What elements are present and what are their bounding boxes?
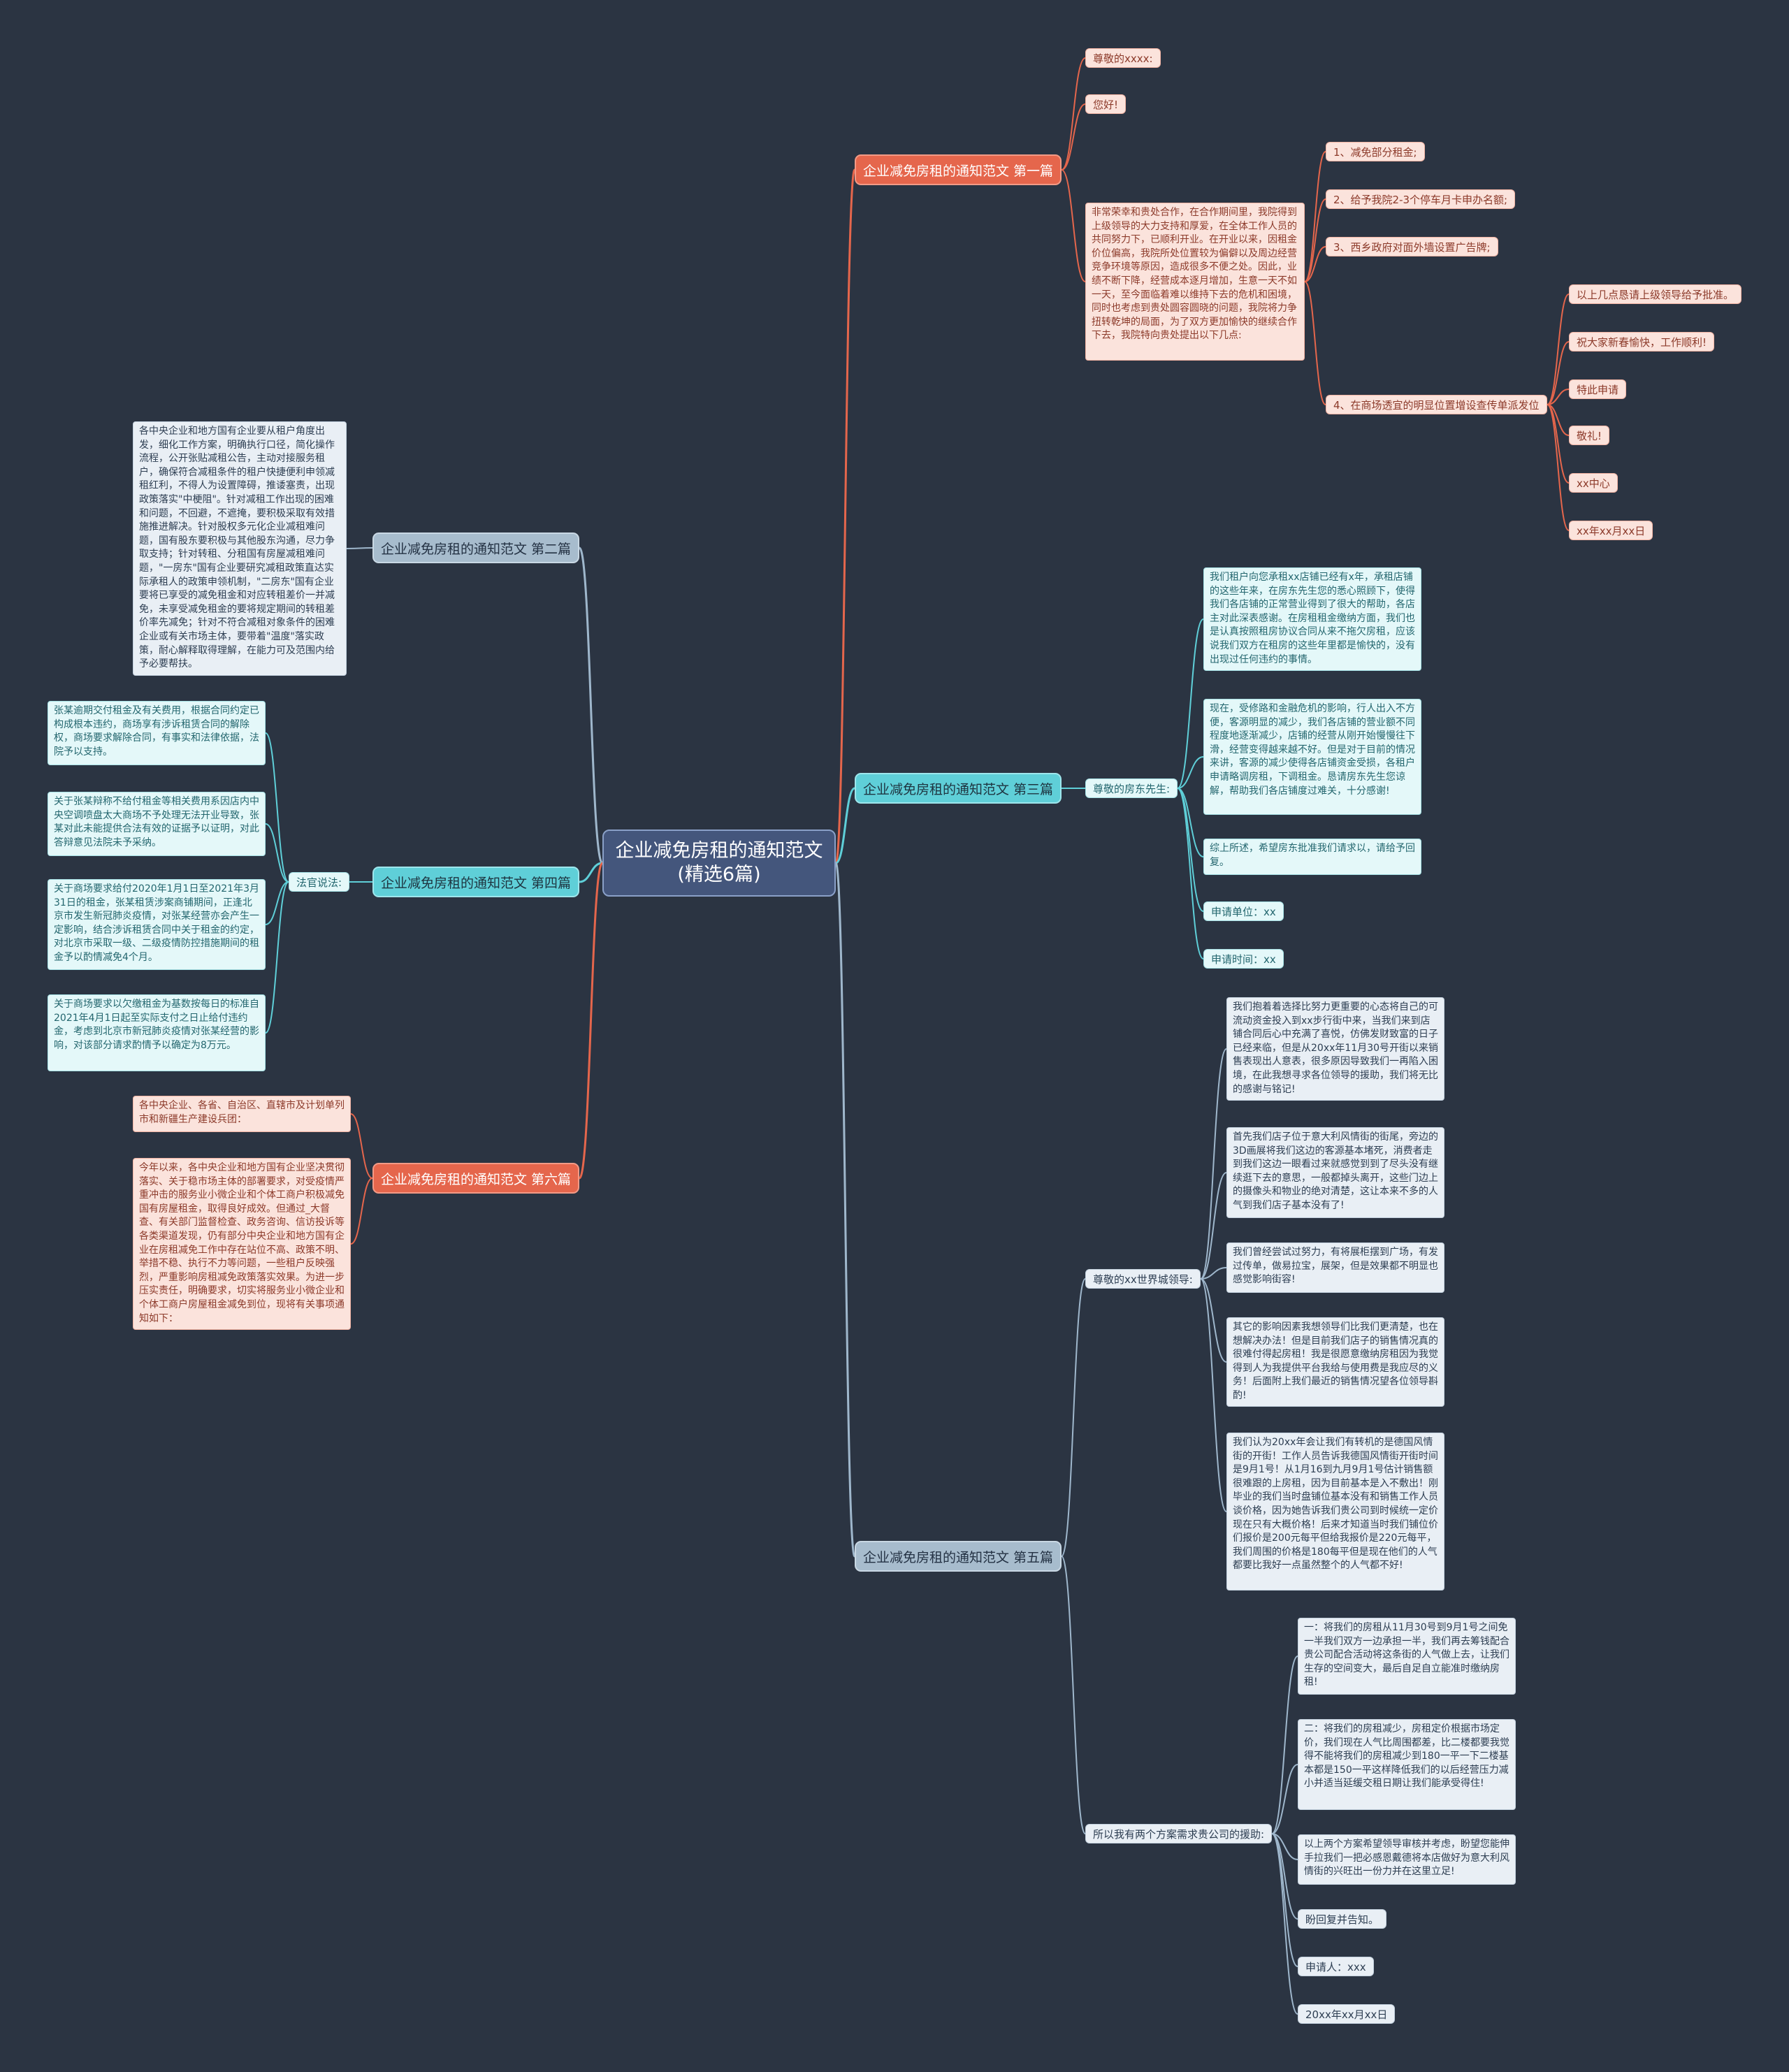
b5-applicant[interactable]: 申请人：xxx xyxy=(1298,1957,1374,1976)
branch-4-title[interactable]: 企业减免房租的通知范文 第四篇 xyxy=(372,867,580,897)
connector-b1-greeting xyxy=(1061,57,1086,171)
b4-para-2[interactable]: 关于张某辩称不给付租金等相关费用系因店内中央空调喷盘太大商场不予处理无法开业导致… xyxy=(48,792,266,856)
connector-b5-help-1 xyxy=(1271,1656,1298,1834)
connector-b1-closing-3 xyxy=(1547,389,1570,405)
b1-closing-5[interactable]: xx中心 xyxy=(1569,473,1618,493)
b5-greeting[interactable]: 尊敬的xx世界城领导: xyxy=(1085,1269,1201,1289)
b3-para-3[interactable]: 综上所述，希望房东批准我们请求以，请给予回复。 xyxy=(1203,839,1421,875)
connector-b5-greeting xyxy=(1061,1278,1086,1557)
b4-label[interactable]: 法官说法: xyxy=(289,872,350,892)
connector-b1-item-2 xyxy=(1304,198,1326,282)
b1-closing-4[interactable]: 敬礼! xyxy=(1569,426,1610,445)
connector-branch-6-title xyxy=(578,862,604,1180)
connector-b3-para-1 xyxy=(1177,618,1204,789)
b5-para-1[interactable]: 我们抱着着选择比努力更重要的心态将自己的可流动资金投入到xx步行街中来，当我们来… xyxy=(1226,997,1444,1101)
b1-item-4[interactable]: 4、在商场透宜的明显位置增设查传单派发位 xyxy=(1326,395,1547,414)
connector-b6-para-1 xyxy=(350,1113,373,1179)
b5-reply[interactable]: 盼回复并告知。 xyxy=(1298,1909,1387,1929)
connector-b3-para-2 xyxy=(1177,756,1204,789)
connector-branch-5-title xyxy=(834,862,856,1558)
connector-b4-para-3 xyxy=(265,881,289,925)
connector-b1-closing-6 xyxy=(1547,404,1570,531)
b1-item-2[interactable]: 2、给予我院2-3个停车月卡申办名额; xyxy=(1326,189,1516,209)
connector-b1-item-3 xyxy=(1304,246,1326,282)
b4-para-3[interactable]: 关于商场要求给付2020年1月1日至2021年3月31日的租金，张某租赁涉案商铺… xyxy=(48,879,266,970)
connector-b1-hello xyxy=(1061,103,1086,171)
connector-b5-help-label xyxy=(1061,1556,1086,1834)
b1-greeting[interactable]: 尊敬的xxxx: xyxy=(1085,48,1161,68)
connector-b5-para-2 xyxy=(1200,1172,1227,1280)
connector-b5-para-4 xyxy=(1200,1278,1227,1363)
b6-para-2[interactable]: 今年以来，各中央企业和地方国有企业坚决贯彻落实、关于稳市场主体的部署要求，对受疫… xyxy=(133,1158,351,1330)
connector-b1-closing-2 xyxy=(1547,341,1570,405)
connector-branch-3-title xyxy=(835,787,855,864)
connector-b4-para-1 xyxy=(265,732,289,883)
connector-b4-para-4 xyxy=(265,881,289,1034)
connector-b5-para-1 xyxy=(1200,1048,1227,1280)
b1-closing-3[interactable]: 特此申请 xyxy=(1569,379,1627,399)
connector-b4-para-2 xyxy=(265,823,289,883)
connector-branch-1-title xyxy=(834,168,856,864)
b6-para-1[interactable]: 各中央企业、各省、自治区、直辖市及计划单列市和新疆生产建设兵团： xyxy=(133,1096,351,1132)
b5-help-2[interactable]: 二：将我们的房租减少，房租定价根据市场定价，我们现在人气比周围都差，比二楼都要我… xyxy=(1298,1719,1516,1810)
connector-b1-item-1 xyxy=(1304,151,1326,282)
connector-b5-help-2 xyxy=(1271,1764,1298,1834)
b5-para-5[interactable]: 我们认为20xx年会让我们有转机的是德国风情街的开街！工作人员告诉我德国风情街开… xyxy=(1226,1433,1444,1591)
b3-para-2[interactable]: 现在，受修路和金融危机的影响，行人出入不方便，客源明显的减少，我们各店铺的营业额… xyxy=(1203,699,1421,815)
branch-3-title[interactable]: 企业减免房租的通知范文 第三篇 xyxy=(855,773,1062,804)
b5-help-label[interactable]: 所以我有两个方案需求贵公司的援助: xyxy=(1085,1824,1273,1843)
b5-para-2[interactable]: 首先我们店子位于意大利风情街的街尾，旁边的3D画展将我们这边的客源基本堵死，消费… xyxy=(1226,1127,1444,1218)
connector-b5-para-3 xyxy=(1200,1267,1227,1280)
b1-body[interactable]: 非常荣幸和贵处合作，在合作期间里，我院得到上级领导的大力支持和厚爱，在全体工作人… xyxy=(1085,203,1305,361)
connector-b2-body xyxy=(346,547,373,549)
b5-help-3[interactable]: 以上两个方案希望领导审核并考虑，盼望您能伸手拉我们一把必感恩戴德将本店做好为意大… xyxy=(1298,1834,1516,1885)
connector-b1-closing-1 xyxy=(1547,294,1570,405)
connector-b3-date xyxy=(1177,788,1204,959)
b1-closing-6[interactable]: xx年xx月xx日 xyxy=(1569,521,1653,540)
b1-hello[interactable]: 您好! xyxy=(1085,94,1127,114)
branch-1-title[interactable]: 企业减免房租的通知范文 第一篇 xyxy=(855,154,1062,185)
connector-b5-applicant xyxy=(1271,1833,1298,1967)
b1-closing-1[interactable]: 以上几点恳请上级领导给予批准。 xyxy=(1569,284,1742,304)
b1-closing-2[interactable]: 祝大家新春愉快，工作顺利! xyxy=(1569,332,1715,352)
branch-5-title[interactable]: 企业减免房租的通知范文 第五篇 xyxy=(855,1541,1062,1572)
connector-b1-body xyxy=(1061,169,1086,282)
b4-para-1[interactable]: 张某逾期交付租金及有关费用，根据合同约定已构成根本违约，商场享有涉诉租赁合同的解… xyxy=(48,701,266,765)
b5-date[interactable]: 20xx年xx月xx日 xyxy=(1298,2004,1396,2024)
connector-branch-4-title xyxy=(579,862,603,883)
b3-unit[interactable]: 申请单位：xx xyxy=(1203,901,1284,921)
b1-item-3[interactable]: 3、西乡政府对面外墙设置广告牌; xyxy=(1326,237,1498,256)
b3-para-1[interactable]: 我们租户向您承租xx店铺已经有x年，承租店铺的这些年来，在房东先生您的悉心照顾下… xyxy=(1203,567,1421,671)
b3-date[interactable]: 申请时间：xx xyxy=(1203,949,1284,969)
connector-b3-unit xyxy=(1177,788,1204,912)
b4-para-4[interactable]: 关于商场要求以欠缴租金为基数按每日的标准自2021年4月1日起至实际支付之日止给… xyxy=(48,994,266,1071)
connector-b5-para-5 xyxy=(1200,1278,1227,1512)
b1-item-1[interactable]: 1、减免部分租金; xyxy=(1326,142,1425,161)
central-topic[interactable]: 企业减免房租的通知范文(精选6篇) xyxy=(602,829,836,897)
b5-para-3[interactable]: 我们曾经尝试过努力，有将展柜摆到广场，有发过传单，做易拉宝，展架，但是效果都不明… xyxy=(1226,1243,1444,1293)
connector-b1-item-4 xyxy=(1304,281,1326,405)
connector-b3-para-3 xyxy=(1177,788,1204,857)
b2-body[interactable]: 各中央企业和地方国有企业要从租户角度出发，细化工作方案，明确执行口径，简化操作流… xyxy=(133,421,347,676)
connector-b5-date xyxy=(1271,1833,1298,2015)
b5-help-1[interactable]: 一：将我们的房租从11月30号到9月1号之间免一半我们双方一边承担一半，我们再去… xyxy=(1298,1618,1516,1695)
branch-6-title[interactable]: 企业减免房租的通知范文 第六篇 xyxy=(372,1163,580,1194)
connector-b5-help-3 xyxy=(1271,1833,1298,1860)
connector-branch-2-title xyxy=(578,546,604,864)
branch-2-title[interactable]: 企业减免房租的通知范文 第二篇 xyxy=(372,533,580,563)
b3-greeting[interactable]: 尊敬的房东先生: xyxy=(1085,778,1178,798)
connector-b6-para-2 xyxy=(350,1178,373,1245)
b5-para-4[interactable]: 其它的影响因素我想领导们比我们更清楚，也在想解决办法！但是目前我们店子的销售情况… xyxy=(1226,1317,1444,1407)
